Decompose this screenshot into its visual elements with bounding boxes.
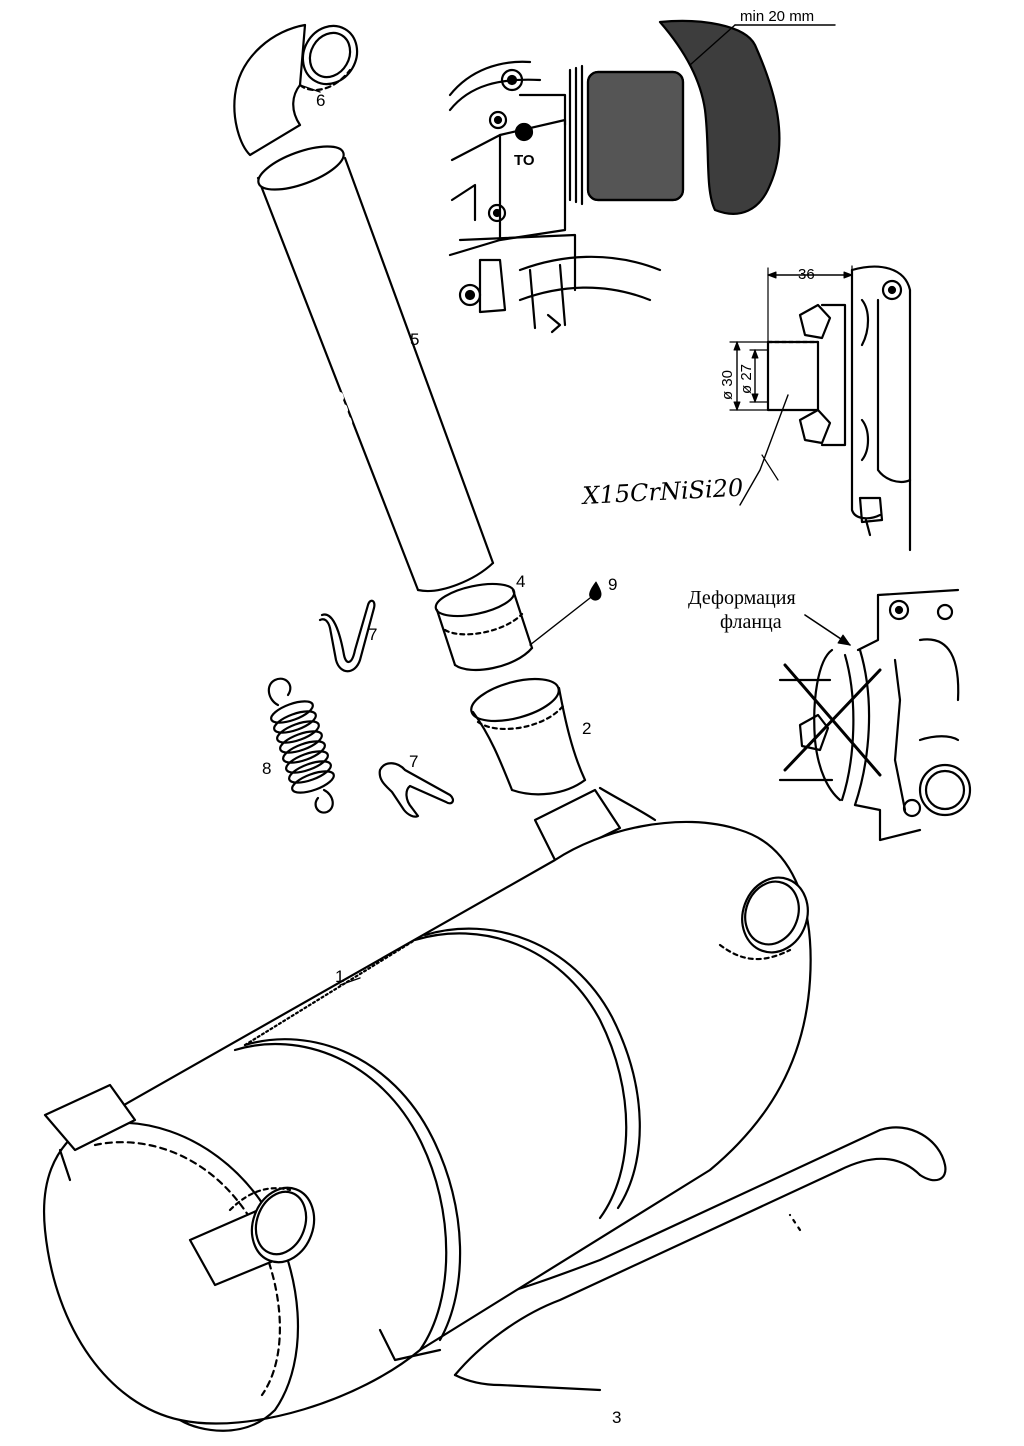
dim-length-label: 36 [798, 266, 815, 283]
clip-lower-part [378, 762, 455, 818]
clearance-label: min 20 mm [740, 8, 814, 25]
callout-labels: 1 2 3 4 5 6 7 7 8 9 [262, 91, 621, 1427]
warning-label-line1: Деформация [688, 587, 796, 609]
sealant-drop-icon [589, 581, 602, 601]
callout-tail-pipe: 3 [612, 1408, 621, 1427]
detail-stub-dimensions [729, 265, 912, 552]
callout-spring: 8 [262, 759, 271, 778]
clip-upper-part [318, 599, 376, 673]
callout-muffler: 1 [335, 967, 344, 986]
callout-clip-upper: 7 [368, 625, 377, 644]
callout-sealant: 9 [608, 575, 617, 594]
dim-outer-diameter-label: ø 30 [719, 370, 736, 400]
straight-pipe-part [256, 145, 495, 593]
dim-inner-diameter-label: ø 27 [738, 364, 755, 394]
inlet-pipe-part [470, 677, 587, 796]
elbow-part [233, 23, 359, 157]
detail-hose-clearance [448, 19, 836, 334]
callout-straight-pipe: 5 [410, 330, 419, 349]
detail-flange-deformation [778, 588, 972, 842]
leader-lines [299, 84, 361, 986]
callout-inlet-pipe: 2 [582, 719, 591, 738]
callout-sleeve: 4 [516, 572, 525, 591]
warning-label-line2: фланца [720, 611, 782, 633]
spring-part [267, 677, 335, 814]
sleeve-part [434, 582, 591, 672]
callout-clip-lower: 7 [409, 752, 418, 771]
material-label: Х15CrNiSi20 [580, 474, 744, 510]
callout-elbow: 6 [316, 91, 325, 110]
muffler-part [43, 786, 812, 1432]
marker-label: TO [514, 152, 535, 169]
